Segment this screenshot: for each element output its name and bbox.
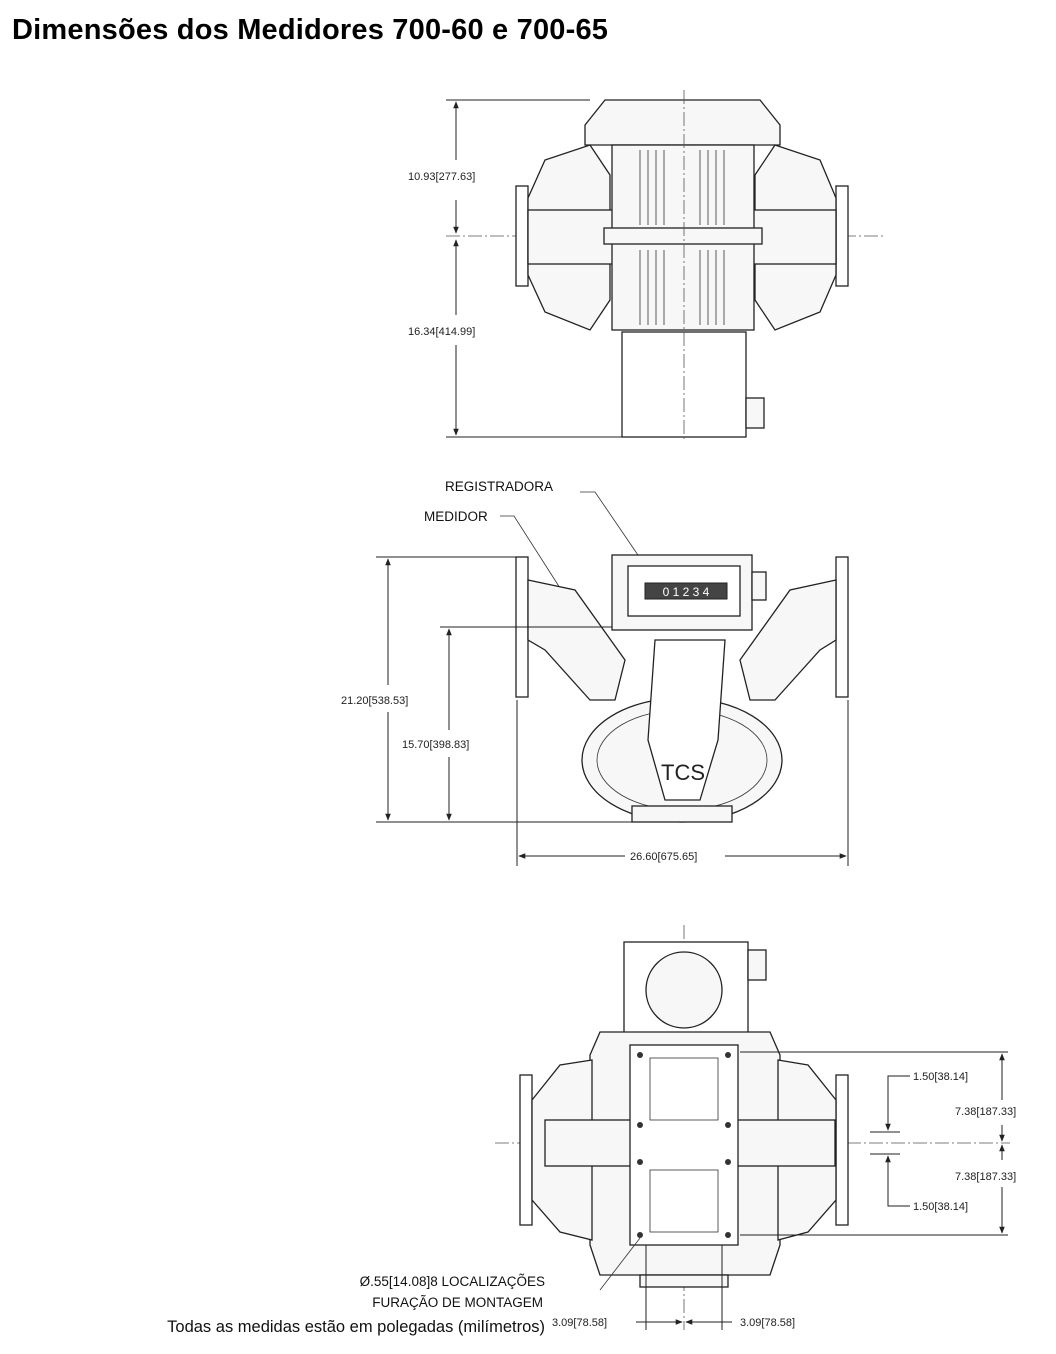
footer-note: Todas as medidas estão em polegadas (mil… (167, 1318, 545, 1336)
bottom-lip (639, 1274, 729, 1288)
mounting-holes (637, 1052, 731, 1238)
plate-window-bottom (649, 1169, 719, 1233)
left-arm (527, 579, 626, 701)
dim-total-height: 21.20[538.53] (341, 695, 408, 707)
left-flange (515, 185, 529, 287)
side-fitting (745, 397, 765, 429)
brand-mark: TCS (661, 760, 705, 785)
left-pipe (527, 209, 619, 265)
dim-right-2: 7.38[187.33] (955, 1106, 1016, 1118)
top-housing (584, 99, 781, 146)
meter-base (631, 805, 733, 823)
dim-bottom-left: 3.09[78.58] (552, 1317, 607, 1329)
mounting-plate (629, 1044, 739, 1246)
right-arm (739, 579, 837, 701)
right-flange (835, 1074, 849, 1226)
leader-holes (599, 1237, 641, 1291)
bottom-view: 1.50[38.14] 1.50[38.14] 7.38[187.33] 7.3… (360, 925, 1016, 1330)
counter-display (644, 582, 728, 600)
dim-top-upper: 10.93[277.63] (408, 171, 475, 183)
dim-center-height: 15.70[398.83] (402, 739, 469, 751)
right-pipe (747, 209, 837, 265)
side-fitting (747, 949, 767, 981)
register-dial (645, 951, 723, 1029)
top-view: 10.93[277.63] 16.34[414.99] (408, 90, 885, 440)
hole-note-line2: FURAÇÃO DE MONTAGEM (372, 1295, 543, 1310)
label-register: REGISTRADORA (445, 479, 553, 494)
counter-digits: 0 1 2 3 4 (663, 585, 710, 599)
dim-right-4: 1.50[38.14] (913, 1201, 968, 1213)
right-flange (835, 556, 849, 698)
left-flange (519, 1074, 533, 1226)
front-view: REGISTRADORA MEDIDOR TCS 0 1 2 3 4 21.20… (341, 479, 849, 866)
register-support (647, 639, 726, 801)
dim-bottom-right: 3.09[78.58] (740, 1317, 795, 1329)
leader-register (580, 491, 641, 559)
plate-window-top (649, 1057, 719, 1121)
dim-right-3: 7.38[187.33] (955, 1171, 1016, 1183)
dim-right-1: 1.50[38.14] (913, 1071, 968, 1083)
page-title: Dimensões dos Medidores 700-60 e 700-65 (12, 14, 609, 46)
dimension-line (885, 1075, 910, 1131)
rib-group-top (639, 150, 725, 225)
label-meter: MEDIDOR (424, 509, 488, 524)
right-flange (835, 185, 849, 287)
register-knob (751, 571, 767, 601)
dim-top-lower: 16.34[414.99] (408, 326, 475, 338)
dim-width: 26.60[675.65] (630, 851, 697, 863)
leader-meter (500, 515, 561, 589)
center-band (603, 227, 763, 245)
hole-note-line1: Ø.55[14.08]8 LOCALIZAÇÕES (360, 1274, 545, 1289)
dimension-line (885, 1155, 910, 1207)
rib-group-bottom (639, 250, 725, 325)
